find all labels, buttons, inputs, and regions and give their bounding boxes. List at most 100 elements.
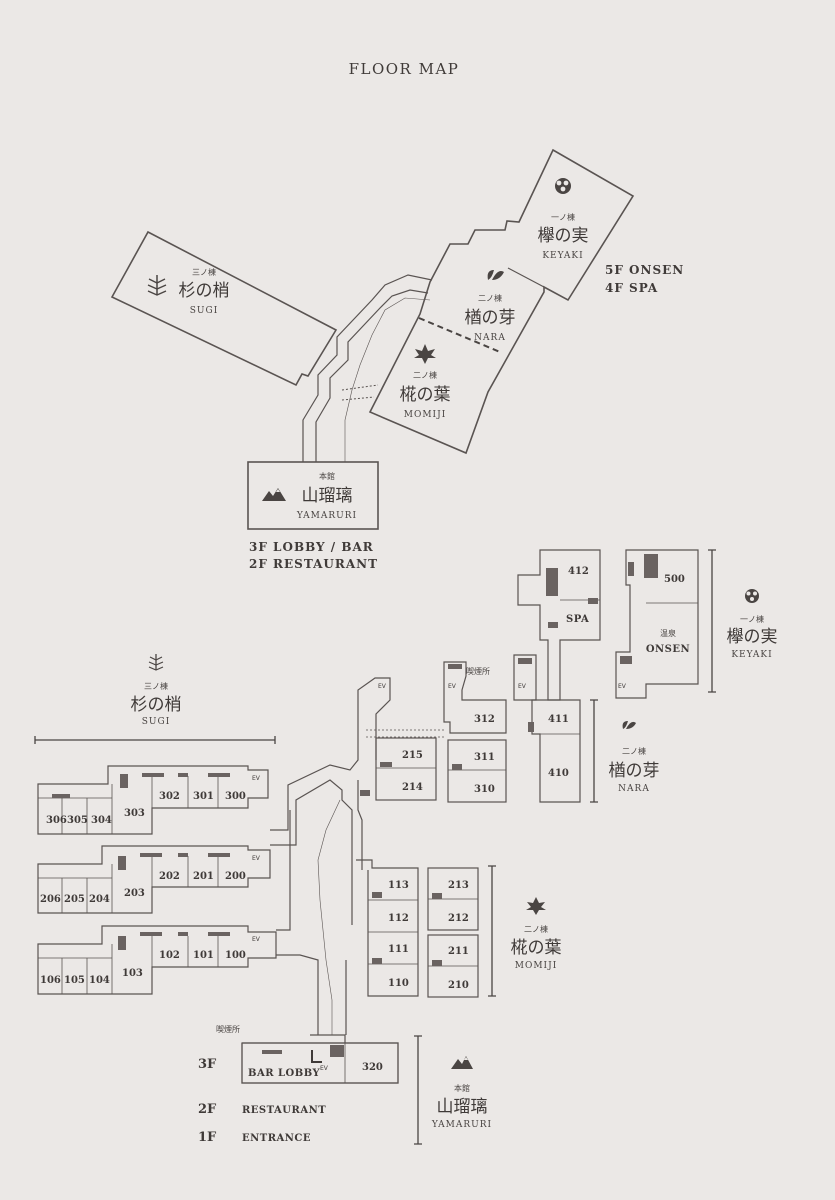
rooms-312-smoke: EV 喫煙所 312 xyxy=(443,661,507,734)
overview-corridor xyxy=(302,274,433,462)
overview-yamaruri-prefix: 本館 xyxy=(319,471,335,481)
detail-nara-name: 楢の芽 xyxy=(609,761,660,781)
detail-keyaki-prefix: 一ノ棟 xyxy=(740,614,764,624)
detail-yamaruri-roman: YAMARURI xyxy=(431,1120,492,1130)
room-212[interactable]: 212 xyxy=(448,913,469,924)
central-corridor: EV xyxy=(270,677,446,1035)
overview-nara-roman: NARA xyxy=(474,333,506,343)
overview-keyaki-note-2: 4F SPA xyxy=(605,281,658,295)
room-105[interactable]: 105 xyxy=(64,975,85,986)
momiji-extent-bar xyxy=(488,865,496,997)
detail-nara-header: 二ノ棟 楢の芽 NARA xyxy=(609,721,660,794)
bar-lobby-label[interactable]: BAR LOBBY xyxy=(248,1068,320,1079)
keyaki-emblem-icon xyxy=(745,589,759,603)
detail-sugi-prefix: 三ノ棟 xyxy=(144,681,168,691)
room-110[interactable]: 110 xyxy=(388,978,409,989)
room-210[interactable]: 210 xyxy=(448,980,469,991)
sugi-floor-2: EV 206 205 204 203 202 201 200 xyxy=(37,845,271,914)
room-412[interactable]: 412 xyxy=(568,566,589,577)
room-112[interactable]: 112 xyxy=(388,913,409,924)
detail-momiji-name: 椛の葉 xyxy=(511,938,562,958)
onsen-label[interactable]: ONSEN xyxy=(646,644,690,655)
detail-sugi-name: 杉の梢 xyxy=(131,695,182,715)
room-310[interactable]: 310 xyxy=(474,784,495,795)
room-204[interactable]: 204 xyxy=(89,894,110,905)
yamaruri-lobby: EV 喫煙所 BAR LOBBY 320 xyxy=(216,1024,399,1084)
room-102[interactable]: 102 xyxy=(159,950,180,961)
room-113[interactable]: 113 xyxy=(388,880,409,891)
detail-sugi-header: 三ノ棟 杉の梢 SUGI xyxy=(34,654,276,744)
room-320[interactable]: 320 xyxy=(362,1062,383,1073)
onsen-building: 500 温泉 ONSEN EV xyxy=(615,549,699,699)
detail-nara-prefix: 二ノ棟 xyxy=(622,746,646,756)
onsen-jp-label: 温泉 xyxy=(660,628,676,638)
detail-yamaruri-name: 山瑠璃 xyxy=(437,1097,488,1117)
room-302[interactable]: 302 xyxy=(159,791,180,802)
room-410[interactable]: 410 xyxy=(548,768,569,779)
room-304[interactable]: 304 xyxy=(91,815,112,826)
ev-label: EV xyxy=(320,1065,329,1072)
detail-keyaki-header: 一ノ棟 欅の実 KEYAKI xyxy=(727,589,778,660)
detail-keyaki-roman: KEYAKI xyxy=(731,650,772,660)
room-206[interactable]: 206 xyxy=(40,894,61,905)
keyaki-emblem-icon xyxy=(555,178,571,194)
overview-yamaruri-note-1: 3F LOBBY / BAR xyxy=(249,540,374,554)
room-300[interactable]: 300 xyxy=(225,791,246,802)
ev-label: EV xyxy=(448,683,457,690)
maple-leaf-icon xyxy=(526,897,546,915)
room-203[interactable]: 203 xyxy=(124,888,145,899)
overview-yamaruri-roman: YAMARURI xyxy=(296,511,357,521)
overview-path-line xyxy=(344,297,431,462)
overview-east-wing[interactable]: 一ノ棟 欅の実 KEYAKI 二ノ棟 楢の芽 NARA 二ノ棟 椛の葉 MOMI… xyxy=(368,148,635,455)
cedar-icon xyxy=(147,275,167,296)
overview-nara-name: 楢の芽 xyxy=(465,308,516,328)
mountain-icon xyxy=(262,488,286,501)
room-411[interactable]: 411 xyxy=(548,714,569,725)
room-305[interactable]: 305 xyxy=(67,815,88,826)
detail-plan: 三ノ棟 杉の梢 SUGI EV 306 305 304 303 302 xyxy=(34,549,778,1145)
room-103[interactable]: 103 xyxy=(122,968,143,979)
nara-momiji-divider xyxy=(418,317,501,353)
rooms-411-410: 411 410 xyxy=(528,699,581,803)
room-200[interactable]: 200 xyxy=(225,871,246,882)
room-106[interactable]: 106 xyxy=(40,975,61,986)
room-311[interactable]: 311 xyxy=(474,752,495,763)
room-211[interactable]: 211 xyxy=(448,946,469,957)
room-301[interactable]: 301 xyxy=(193,791,214,802)
smoking-area-label: 喫煙所 xyxy=(216,1024,240,1034)
room-303[interactable]: 303 xyxy=(124,808,145,819)
room-101[interactable]: 101 xyxy=(193,950,214,961)
ev-label: EV xyxy=(378,683,387,690)
room-215[interactable]: 215 xyxy=(402,750,423,761)
room-213[interactable]: 213 xyxy=(448,880,469,891)
sugi-floor-1: EV 106 105 104 103 102 101 100 xyxy=(37,925,277,995)
floor-1f-label: ENTRANCE xyxy=(242,1133,311,1144)
overview-yamaruri-building[interactable]: 本館 山瑠璃 YAMARURI xyxy=(247,461,379,530)
room-214[interactable]: 214 xyxy=(402,782,423,793)
floor-3f: 3F xyxy=(198,1057,217,1072)
detail-momiji-prefix: 二ノ棟 xyxy=(524,924,548,934)
rooms-311-310: 311 310 xyxy=(447,739,507,803)
overview-yamaruri-name: 山瑠璃 xyxy=(302,486,353,506)
room-205[interactable]: 205 xyxy=(64,894,85,905)
room-100[interactable]: 100 xyxy=(225,950,246,961)
room-111[interactable]: 111 xyxy=(388,944,409,955)
detail-yamaruri-header: 本館 山瑠璃 YAMARURI xyxy=(431,1056,492,1130)
room-500[interactable]: 500 xyxy=(664,574,685,585)
detail-nara-roman: NARA xyxy=(618,784,650,794)
room-201[interactable]: 201 xyxy=(193,871,214,882)
detail-momiji-roman: MOMIJI xyxy=(515,961,558,971)
spa-label[interactable]: SPA xyxy=(566,614,589,625)
overview-nara-prefix: 二ノ棟 xyxy=(478,293,502,303)
nara-leaf-icon xyxy=(487,270,504,280)
ev-label: EV xyxy=(618,683,627,690)
rooms-215-214: 215 214 xyxy=(360,737,437,801)
overview-momiji-prefix: 二ノ棟 xyxy=(413,370,437,380)
overview-sugi-building[interactable]: 三ノ棟 杉の梢 SUGI xyxy=(110,230,338,387)
room-312[interactable]: 312 xyxy=(474,714,495,725)
room-104[interactable]: 104 xyxy=(89,975,110,986)
room-306[interactable]: 306 xyxy=(46,815,67,826)
overview-dotted-link xyxy=(341,384,379,401)
room-202[interactable]: 202 xyxy=(159,871,180,882)
detail-yamaruri-prefix: 本館 xyxy=(454,1083,470,1093)
